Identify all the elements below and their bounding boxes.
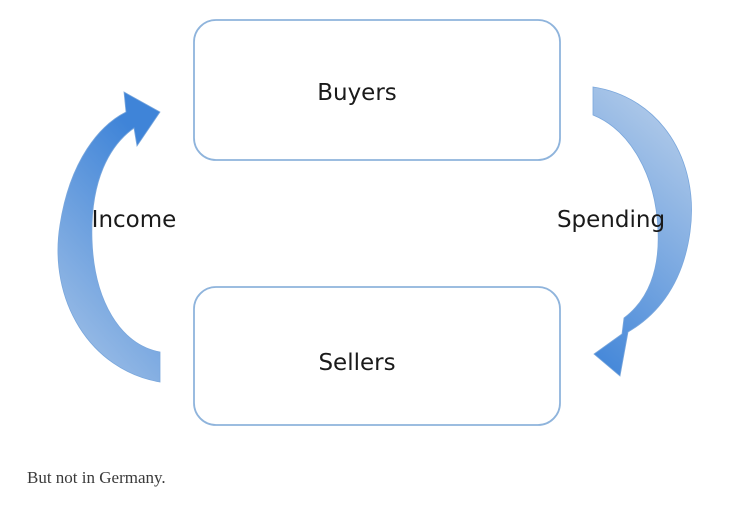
income-arrow	[57, 91, 161, 383]
buyers-box	[193, 19, 561, 161]
circular-flow-diagram: Buyers Sellers Income Spending	[57, 19, 692, 426]
sellers-node: Sellers	[193, 286, 561, 426]
buyers-node: Buyers	[193, 19, 561, 161]
caption: But not in Germany.	[27, 468, 166, 487]
income-label: Income	[92, 207, 177, 233]
sellers-label: Sellers	[318, 350, 395, 376]
spending-label: Spending	[557, 207, 665, 233]
sellers-box	[193, 286, 561, 426]
spending-arrow	[592, 86, 692, 377]
buyers-label: Buyers	[317, 80, 397, 106]
